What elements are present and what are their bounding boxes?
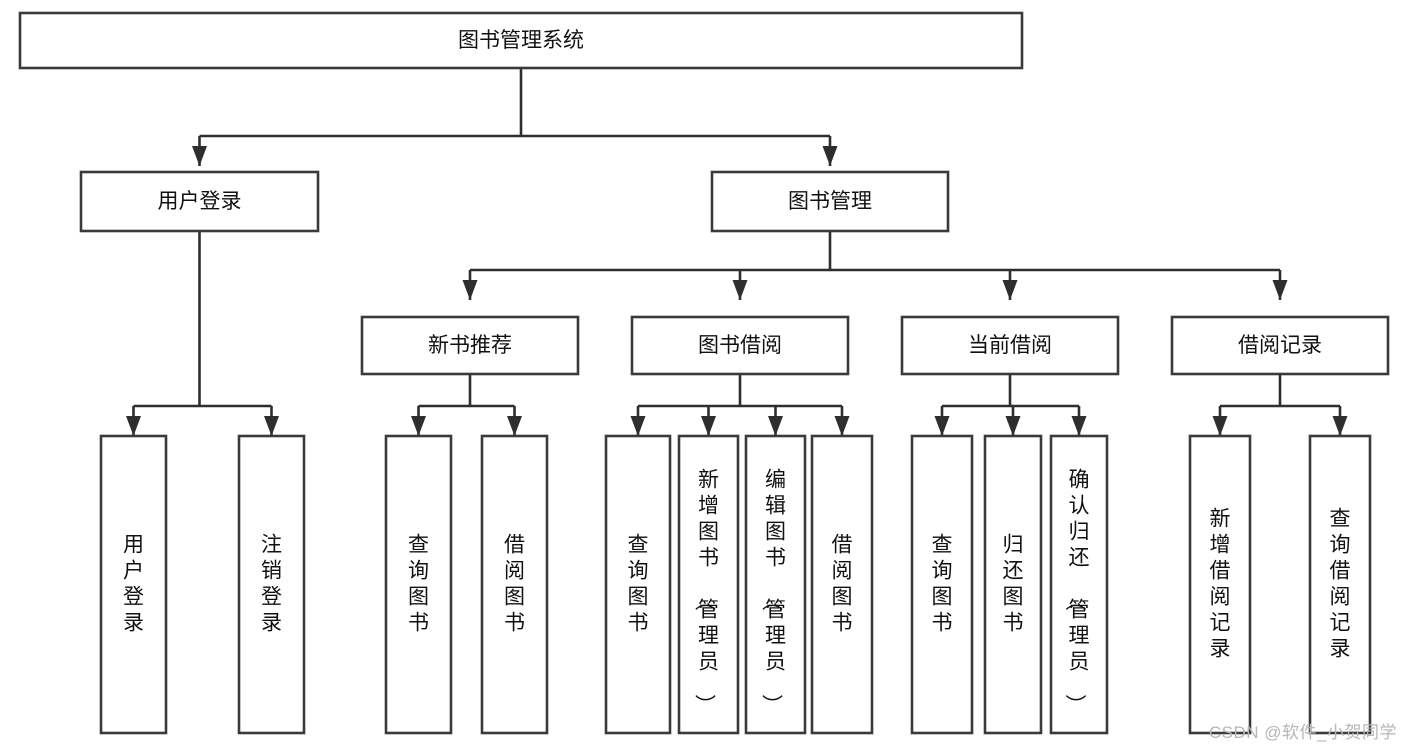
node-leaf-9[interactable]: 归还图书	[983, 434, 1043, 735]
node-box[interactable]	[910, 434, 974, 735]
node-leaf-7[interactable]: 借阅图书	[810, 434, 874, 735]
arrow-head-icon	[192, 146, 207, 166]
node-label: 借阅记录	[1238, 334, 1322, 357]
node-label: 图书管理	[788, 190, 872, 213]
node-box[interactable]	[810, 434, 874, 735]
node-label: 查询图书	[408, 533, 429, 634]
connector-borrow-to-leaves	[630, 374, 850, 436]
node-label: 查询借阅记录	[1330, 507, 1351, 660]
arrow-head-icon	[1002, 280, 1018, 300]
node-box[interactable]	[710, 170, 950, 233]
connector-current-to-leaves	[934, 374, 1087, 436]
arrow-head-icon	[701, 416, 716, 436]
node-box[interactable]	[630, 315, 850, 376]
node-label: 查询图书	[932, 533, 953, 634]
node-box[interactable]	[18, 11, 1024, 70]
arrow-head-icon	[768, 416, 783, 436]
node-box[interactable]	[744, 434, 807, 735]
node-box[interactable]	[99, 434, 168, 735]
node-box[interactable]	[1308, 434, 1372, 735]
node-label: 借阅图书	[832, 533, 853, 634]
node-label: 图书管理系统	[458, 29, 584, 52]
node-box[interactable]	[237, 434, 306, 735]
connector-records-to-leaves	[1212, 374, 1348, 436]
node-leaf-2[interactable]: 查询图书	[384, 434, 453, 735]
arrow-head-icon	[822, 146, 838, 166]
arrow-head-icon	[834, 416, 850, 436]
node-label: 借阅图书	[504, 533, 525, 634]
node-box[interactable]	[1188, 434, 1252, 735]
node-level3-0[interactable]: 新书推荐	[360, 315, 580, 376]
node-label: 新增借阅记录	[1210, 507, 1231, 660]
node-label: 确认归还（管理员）	[1064, 468, 1090, 715]
arrow-head-icon	[462, 280, 478, 300]
arrow-head-icon	[1005, 416, 1021, 436]
node-leaf-3[interactable]: 借阅图书	[480, 434, 549, 735]
node-box[interactable]	[677, 434, 740, 735]
arrow-head-icon	[411, 416, 426, 436]
arrow-head-icon	[630, 416, 646, 436]
node-box[interactable]	[1170, 315, 1390, 376]
arrow-head-icon	[934, 416, 950, 436]
node-root[interactable]: 图书管理系统	[18, 11, 1024, 70]
connector-user-to-leaves	[126, 231, 279, 436]
arrow-head-icon	[507, 416, 522, 436]
node-leaf-8[interactable]: 查询图书	[910, 434, 974, 735]
node-box[interactable]	[983, 434, 1043, 735]
node-label: 新书推荐	[428, 334, 512, 357]
node-box[interactable]	[360, 315, 580, 376]
node-box[interactable]	[900, 315, 1120, 376]
node-level2-0[interactable]: 用户登录	[79, 170, 320, 233]
node-leaf-0[interactable]: 用户登录	[99, 434, 168, 735]
node-box[interactable]	[1049, 434, 1109, 735]
node-box[interactable]	[604, 434, 672, 735]
node-box[interactable]	[384, 434, 453, 735]
node-label: 用户登录	[158, 190, 242, 213]
node-label: 查询图书	[628, 533, 649, 634]
connector-root-to-level2	[192, 68, 838, 166]
node-leaf-12[interactable]: 查询借阅记录	[1308, 434, 1372, 735]
node-level3-1[interactable]: 图书借阅	[630, 315, 850, 376]
node-label: 用户登录	[123, 533, 144, 634]
node-level3-3[interactable]: 借阅记录	[1170, 315, 1390, 376]
connector-books-to-level3	[462, 231, 1288, 300]
node-leaf-6[interactable]: 编辑图书（管理员）	[744, 434, 807, 735]
node-box[interactable]	[480, 434, 549, 735]
node-label: 当前借阅	[968, 334, 1052, 357]
connector-newbooks-to-leaves	[411, 374, 522, 436]
node-leaf-11[interactable]: 新增借阅记录	[1188, 434, 1252, 735]
node-leaf-10[interactable]: 确认归还（管理员）	[1049, 434, 1109, 735]
node-leaf-5[interactable]: 新增图书（管理员）	[677, 434, 740, 735]
arrow-head-icon	[1071, 416, 1087, 436]
node-level3-2[interactable]: 当前借阅	[900, 315, 1120, 376]
arrow-head-icon	[126, 416, 141, 436]
node-box[interactable]	[79, 170, 320, 233]
node-label: 归还图书	[1003, 533, 1024, 634]
arrow-head-icon	[732, 280, 748, 300]
node-label: 注销登录	[261, 533, 282, 634]
arrow-head-icon	[264, 416, 279, 436]
node-label: 图书借阅	[698, 334, 782, 357]
node-label: 新增图书（管理员）	[693, 468, 719, 715]
node-level2-1[interactable]: 图书管理	[710, 170, 950, 233]
node-leaf-4[interactable]: 查询图书	[604, 434, 672, 735]
arrow-head-icon	[1272, 280, 1288, 300]
node-leaf-1[interactable]: 注销登录	[237, 434, 306, 735]
node-label: 编辑图书（管理员）	[760, 468, 786, 715]
arrow-head-icon	[1332, 416, 1348, 436]
arrow-head-icon	[1212, 416, 1228, 436]
